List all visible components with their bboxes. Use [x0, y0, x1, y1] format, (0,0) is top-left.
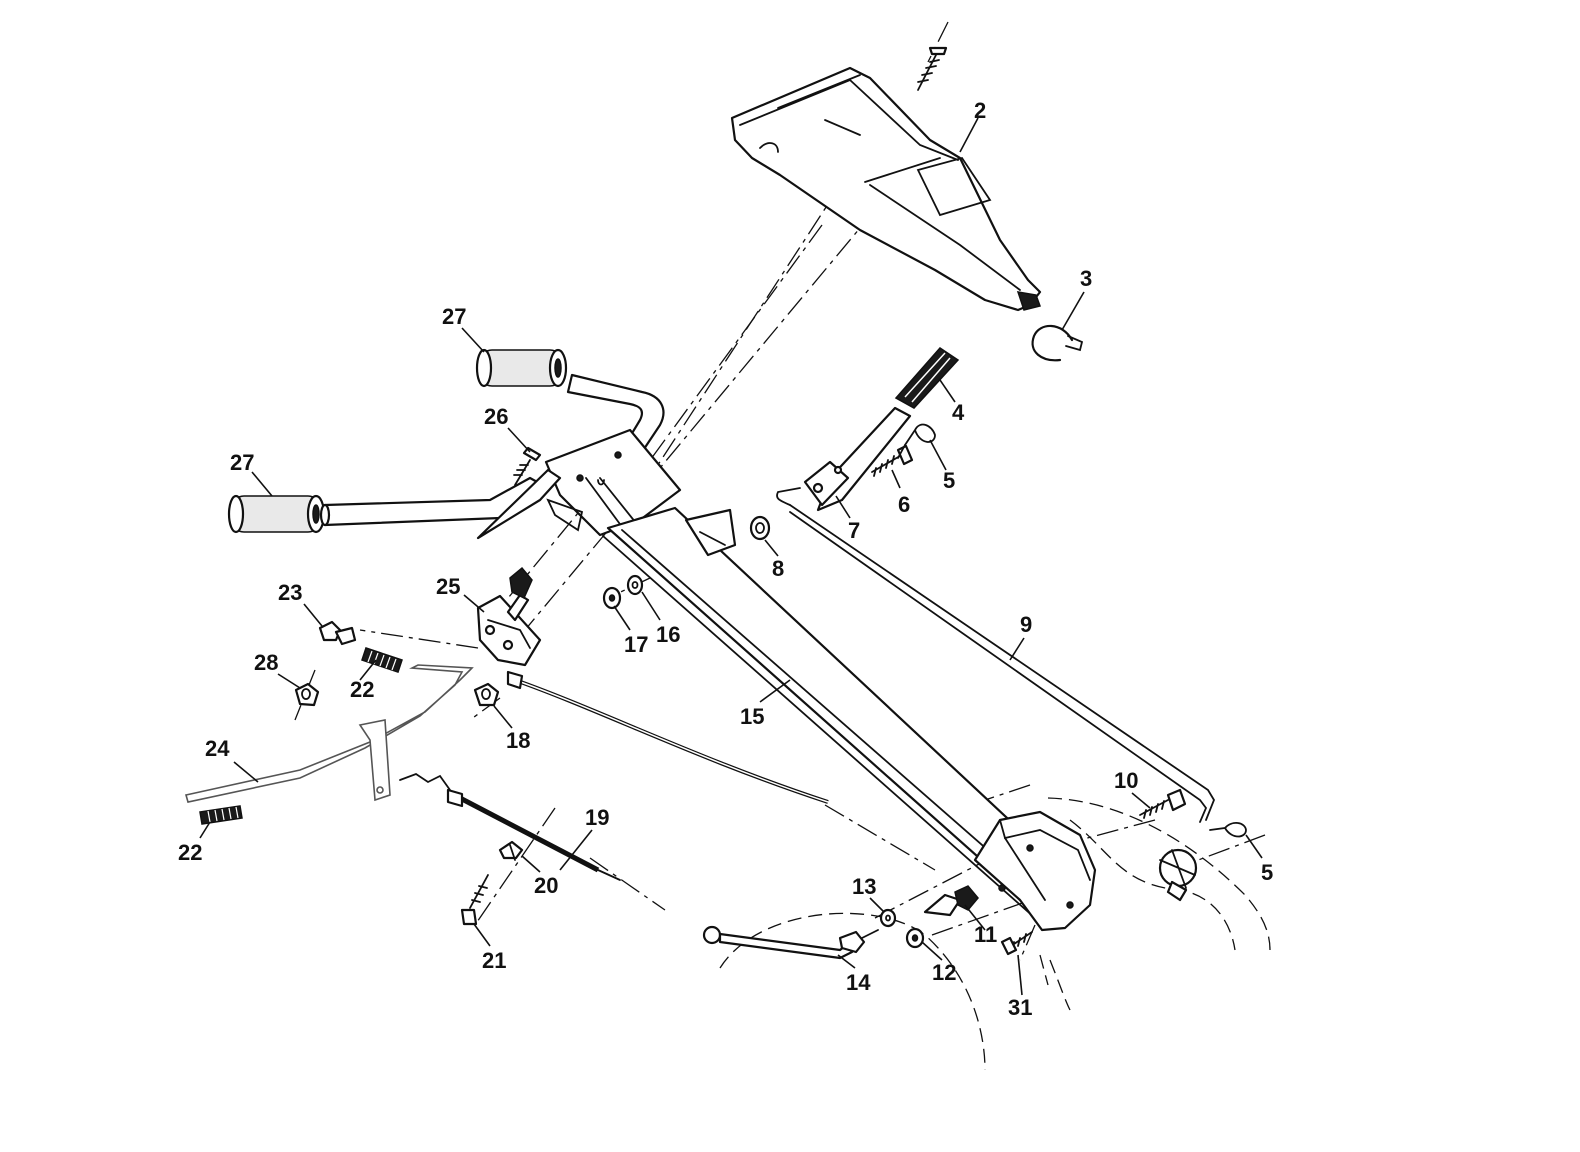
nut-12 — [905, 927, 925, 949]
callout-10: 10 — [1114, 768, 1138, 793]
callout-17: 17 — [624, 632, 648, 657]
cam-spring — [923, 885, 979, 917]
handle-shaft — [602, 506, 1067, 919]
throttle-cable — [506, 670, 829, 804]
callout-5-upper: 5 — [943, 468, 955, 493]
cover-screw — [917, 46, 948, 91]
callout-19: 19 — [585, 805, 609, 830]
callout-2: 2 — [974, 98, 986, 123]
throttle-knob — [509, 566, 533, 600]
washer-16 — [626, 574, 644, 596]
callout-18: 18 — [506, 728, 530, 753]
spring-pin-upper — [361, 647, 403, 673]
callout-3: 3 — [1080, 266, 1092, 291]
callout-6: 6 — [898, 492, 910, 517]
nut-18 — [473, 682, 500, 707]
callout-25: 25 — [436, 574, 460, 599]
callout-12: 12 — [932, 960, 956, 985]
throttle-linkage-rod — [184, 664, 474, 803]
shift-lever-knob — [894, 347, 960, 409]
callout-13: 13 — [852, 874, 876, 899]
callout-11: 11 — [974, 922, 997, 947]
shaft-pivot-housing — [973, 810, 1097, 932]
callout-9: 9 — [1020, 612, 1032, 637]
spring-pin-lower — [199, 805, 243, 825]
callout-4: 4 — [952, 400, 965, 425]
throttle-control — [476, 593, 542, 667]
callout-27-lower: 27 — [230, 450, 254, 475]
callout-28: 28 — [254, 650, 278, 675]
shift-lever — [803, 406, 912, 512]
callout-5-lower: 5 — [1261, 860, 1273, 885]
hairpin-clip-upper — [897, 423, 936, 459]
clamp-screw — [460, 874, 489, 926]
callout-15: 15 — [740, 704, 764, 729]
callout-14: 14 — [846, 970, 871, 995]
callout-20: 20 — [534, 873, 558, 898]
callout-22-lower: 22 — [178, 840, 202, 865]
callout-24: 24 — [205, 736, 230, 761]
callout-7: 7 — [848, 518, 860, 543]
nut-28 — [294, 682, 320, 707]
callout-22-upper: 22 — [350, 677, 374, 702]
callout-labels: 2 3 4 5 5 6 7 8 9 10 11 12 13 14 15 16 1… — [178, 98, 1273, 1020]
washer-13 — [879, 908, 897, 928]
shift-linkage-fork — [1158, 848, 1198, 902]
retaining-ring — [1031, 324, 1084, 362]
callout-8: 8 — [772, 556, 784, 581]
callout-16: 16 — [656, 622, 680, 647]
hand-grip-upper — [475, 348, 568, 388]
pivot-screw-31 — [1000, 931, 1033, 956]
callout-23: 23 — [278, 580, 302, 605]
spacer — [749, 515, 771, 541]
handle-mount-bracket — [476, 428, 682, 540]
shift-rod — [776, 487, 1216, 823]
nut-17 — [602, 586, 622, 610]
callout-31: 31 — [1008, 995, 1032, 1020]
depth-stake-lever — [702, 925, 879, 960]
callout-21: 21 — [482, 948, 506, 973]
pivot-bolt — [1139, 788, 1187, 819]
callout-27-upper: 27 — [442, 304, 466, 329]
hand-grip-lower — [227, 494, 326, 534]
cable-clamp — [498, 840, 524, 861]
callout-26: 26 — [484, 404, 508, 429]
handle-cover — [730, 66, 1042, 312]
callout-leaders — [199, 117, 1263, 996]
control-cable — [399, 772, 621, 881]
hairpin-clip-lower — [1209, 822, 1247, 838]
cable-clip — [318, 620, 357, 646]
